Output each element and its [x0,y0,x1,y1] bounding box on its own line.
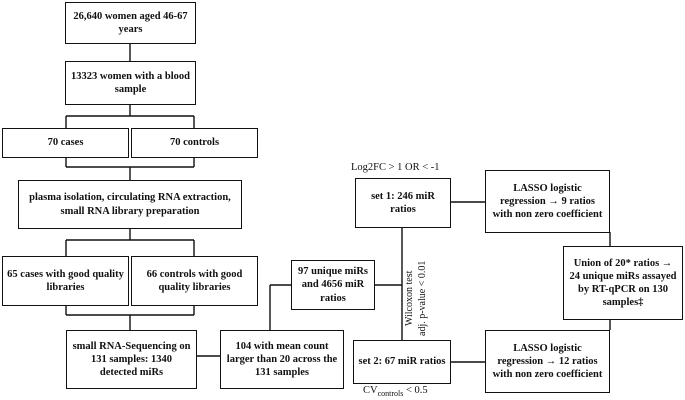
label-cv-threshold: < 0.5 [403,385,428,396]
box-set1: set 1: 246 miR ratios [355,178,451,228]
label-wilcoxon-test: Wilcoxon test adj. p-value < 0.01 [404,261,429,336]
box-set2: set 2: 67 miR ratios [353,340,451,384]
box-lasso1: LASSO logistic regression → 9 ratios wit… [485,170,610,233]
box-smallrna-seq: small RNA-Sequencing on 131 samples: 134… [66,330,197,389]
label-adj-pvalue: adj. p-value < 0.01 [416,260,428,336]
box-cases-good: 65 cases with good quality libraries [2,256,129,306]
label-wilcoxon: Wilcoxon test [404,270,415,327]
label-cv: CV [363,385,378,396]
box-lasso2: LASSO logistic regression → 12 ratios wi… [485,330,610,393]
label-cv-controls: CVcontrols < 0.5 [363,385,428,398]
box-plasma: plasma isolation, circulating RNA extrac… [18,180,242,229]
box-unique-mirs: 97 unique miRs and 4656 miR ratios [291,260,375,310]
box-controls: 70 controls [131,128,258,158]
label-log2fc: Log2FC > 1 OR < -1 [351,162,440,173]
box-cases: 70 cases [2,128,129,158]
box-union: Union of 20* ratios → 24 unique miRs ass… [563,246,683,320]
box-controls-good: 66 controls with good quality libraries [131,256,258,306]
box-women-blood: 13323 women with a blood sample [65,61,196,105]
label-cv-subscript: controls [377,389,404,399]
box-mean-count: 104 with mean count larger than 20 acros… [220,330,344,389]
box-women-total: 26,640 women aged 46-67 years [65,2,196,44]
